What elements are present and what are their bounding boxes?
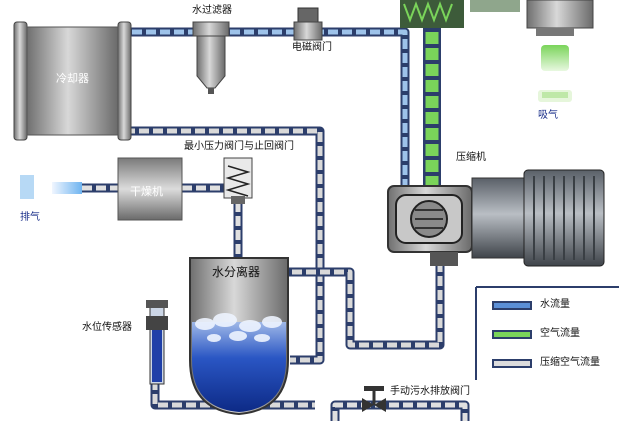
legend-air-flow-label: 空气流量 <box>540 328 580 339</box>
solenoid-valve-label: 电磁阀门 <box>292 42 332 53</box>
min-pressure-valve-label: 最小压力阀门与止回阀门 <box>184 141 294 152</box>
water-separator-label: 水分离器 <box>212 265 261 279</box>
solenoid-valve <box>293 7 323 41</box>
intake-label: 吸气 <box>538 110 558 121</box>
cooler-label: 冷却器 <box>56 72 89 85</box>
water-filter-label: 水过滤器 <box>192 5 232 16</box>
water-filter <box>192 21 230 94</box>
legend <box>475 286 619 380</box>
intake-filter <box>400 0 520 28</box>
exhaust-label: 排气 <box>20 212 40 223</box>
dryer-label: 干燥机 <box>130 185 163 198</box>
compressor <box>387 169 605 267</box>
water-separator <box>189 257 289 416</box>
cooler <box>13 21 132 141</box>
min-pressure-valve <box>223 157 253 204</box>
manual-drain-valve <box>362 386 386 412</box>
dryer <box>117 157 183 221</box>
legend-compressed-air-label: 压缩空气流量 <box>540 357 600 368</box>
manual-drain-valve-label: 手动污水排放阀门 <box>390 386 470 397</box>
legend-water-flow-label: 水流量 <box>540 299 570 310</box>
water-level-sensor-label: 水位传感器 <box>82 322 132 333</box>
exhaust-outlet <box>20 175 82 199</box>
compressor-label: 压缩机 <box>456 152 486 163</box>
intake-port <box>526 0 594 102</box>
water-level-sensor <box>146 300 168 385</box>
